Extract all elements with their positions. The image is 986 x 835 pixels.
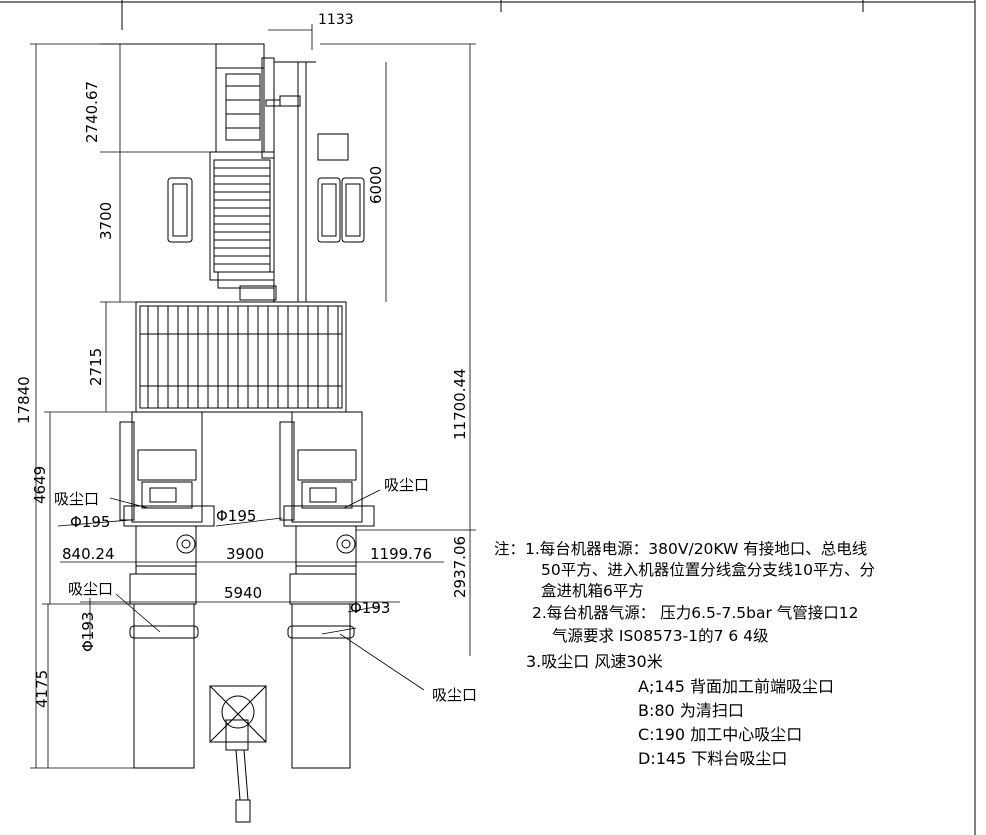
dim-dia-195-right: Φ195 [216,507,257,525]
note-line-10: D:145 下料台吸尘口 [638,749,788,768]
note-line-9: C:190 加工中心吸尘口 [638,725,803,744]
side-cabinets [167,133,365,243]
dim-feeder-height: 3700 [97,201,115,240]
label-dust-port-left-upper: 吸尘口 [54,490,100,508]
dim-top-width: 1133 [318,12,354,28]
dim-right-offset: 1199.76 [370,545,433,563]
dim-conveyor-height: 2715 [87,347,105,386]
note-line-4: 2.每台机器气源： 压力6.5-7.5bar 气管接口12 [532,604,859,622]
note-line-2: 50平方、进入机器位置分线盒分支线10平方、分 [541,561,875,579]
main-conveyor [135,301,347,413]
dimension-lines [30,24,476,769]
label-dust-port-left-lower: 吸尘口 [68,580,114,598]
label-dust-port-right-upper: 吸尘口 [384,476,430,494]
label-dust-port-right-lower: 吸尘口 [432,686,478,704]
note-line-7: A;145 背面加工前端吸尘口 [638,677,834,696]
note-line-3: 盒进机箱6平方 [541,582,644,600]
dim-left-offset: 840.24 [62,545,115,563]
note-line-5: 气源要求 IS08573-1的7 6 4级 [552,627,769,645]
dim-total-height: 17840 [15,376,33,424]
dim-right-height: 6000 [367,165,385,204]
dim-right-total: 11700.44 [451,368,469,440]
right-processing-unit [279,411,375,605]
bottom-robot [209,685,267,823]
note-line-8: B:80 为清扫口 [638,701,744,720]
left-processing-unit [119,411,215,605]
dim-upper-height: 2740.67 [83,80,101,143]
dim-left-lower: 4649 [31,465,49,504]
dim-outer-span: 5940 [224,584,263,602]
dim-bottom-height: 4175 [33,669,51,708]
upper-loader [215,43,316,303]
dim-dia-193-right: Φ193 [350,599,391,617]
dim-center-span: 3900 [226,545,265,563]
note-line-1: 注：1.每台机器电源：380V/20KW 有接地口、总电线 [494,540,868,558]
dim-dia-195-left: Φ195 [70,513,111,531]
dim-right-lower: 2937.06 [451,535,469,598]
bottom-tables [129,603,355,769]
note-line-6: 3.吸尘口 风速30米 [526,652,663,671]
feeder-stack [209,151,277,301]
dim-dia-193-left: Φ193 [79,611,97,652]
